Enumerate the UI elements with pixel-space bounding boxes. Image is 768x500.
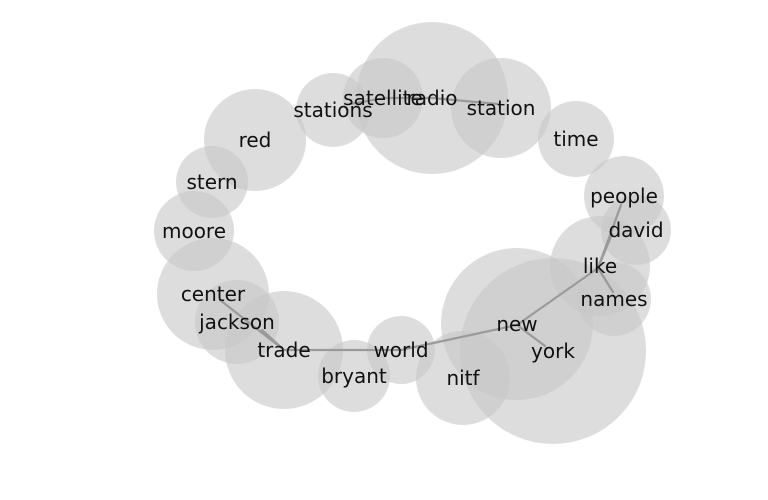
bubble-york xyxy=(460,258,646,444)
word-label-moore: moore xyxy=(162,219,226,243)
word-label-world: world xyxy=(373,338,428,362)
word-label-like: like xyxy=(583,254,617,278)
word-label-bryant: bryant xyxy=(321,364,387,388)
word-label-names: names xyxy=(580,287,647,311)
word-label-stern: stern xyxy=(186,170,237,194)
edge-layer xyxy=(218,96,623,352)
word-label-center: center xyxy=(181,282,246,306)
word-label-trade: trade xyxy=(257,338,310,362)
edge-like-new xyxy=(515,266,600,327)
bubble-station xyxy=(451,58,551,158)
word-label-satellite: satellite xyxy=(343,86,423,110)
edge-radio-station xyxy=(430,96,500,106)
word-label-stations: stations xyxy=(293,98,372,122)
edge-like-names xyxy=(596,266,615,294)
bubble-nitf xyxy=(416,331,510,425)
word-label-york: york xyxy=(531,339,575,363)
word-label-time: time xyxy=(553,127,598,151)
edge-new-world xyxy=(399,323,519,352)
bubble-time xyxy=(538,101,614,177)
word-label-radio: radio xyxy=(407,86,458,110)
word-label-david: david xyxy=(608,218,663,242)
word-label-people: people xyxy=(590,184,658,208)
word-label-new: new xyxy=(496,312,537,336)
word-label-red: red xyxy=(239,128,272,152)
edge-trade-jackson xyxy=(260,328,286,352)
edge-david-like xyxy=(596,232,614,270)
word-label-station: station xyxy=(467,96,536,120)
word-label-nitf: nitf xyxy=(446,366,480,390)
bubble-bryant xyxy=(318,340,390,412)
bubble-stations xyxy=(296,73,370,147)
word-label-jackson: jackson xyxy=(198,310,275,334)
edge-new-york xyxy=(515,323,547,348)
edge-stations-satellite xyxy=(348,96,387,106)
